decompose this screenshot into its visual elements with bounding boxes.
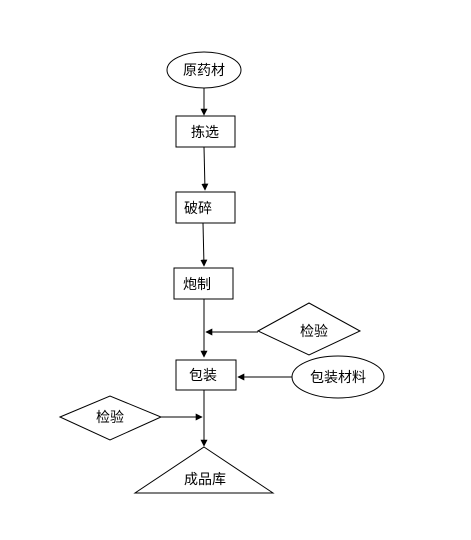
node-packaging-material: 包装材料 (291, 355, 385, 399)
node-processing: 炮制 (173, 267, 234, 300)
node-warehouse-label: 成品库 (184, 472, 226, 488)
node-raw-material: 原药材 (166, 51, 242, 89)
node-warehouse: 成品库 (133, 446, 275, 494)
arrow-crushing-to-processing (200, 222, 208, 267)
node-inspection-left: 检验 (58, 395, 163, 441)
node-packaging: 包装 (175, 359, 237, 391)
node-inspection-right: 检验 (256, 302, 362, 356)
node-packaging-material-label: 包装材料 (310, 370, 366, 386)
node-inspection-left-label: 检验 (96, 410, 124, 426)
node-sorting-label: 拣选 (191, 125, 219, 141)
node-packaging-label: 包装 (189, 368, 217, 384)
node-crushing-label: 破碎 (184, 201, 212, 217)
node-sorting: 拣选 (175, 115, 236, 148)
node-inspection-right-label: 检验 (300, 324, 328, 340)
node-crushing: 破碎 (175, 191, 236, 224)
node-raw-material-label: 原药材 (183, 63, 225, 79)
arrow-sorting-to-crushing (201, 146, 209, 191)
node-processing-label: 炮制 (183, 277, 211, 293)
